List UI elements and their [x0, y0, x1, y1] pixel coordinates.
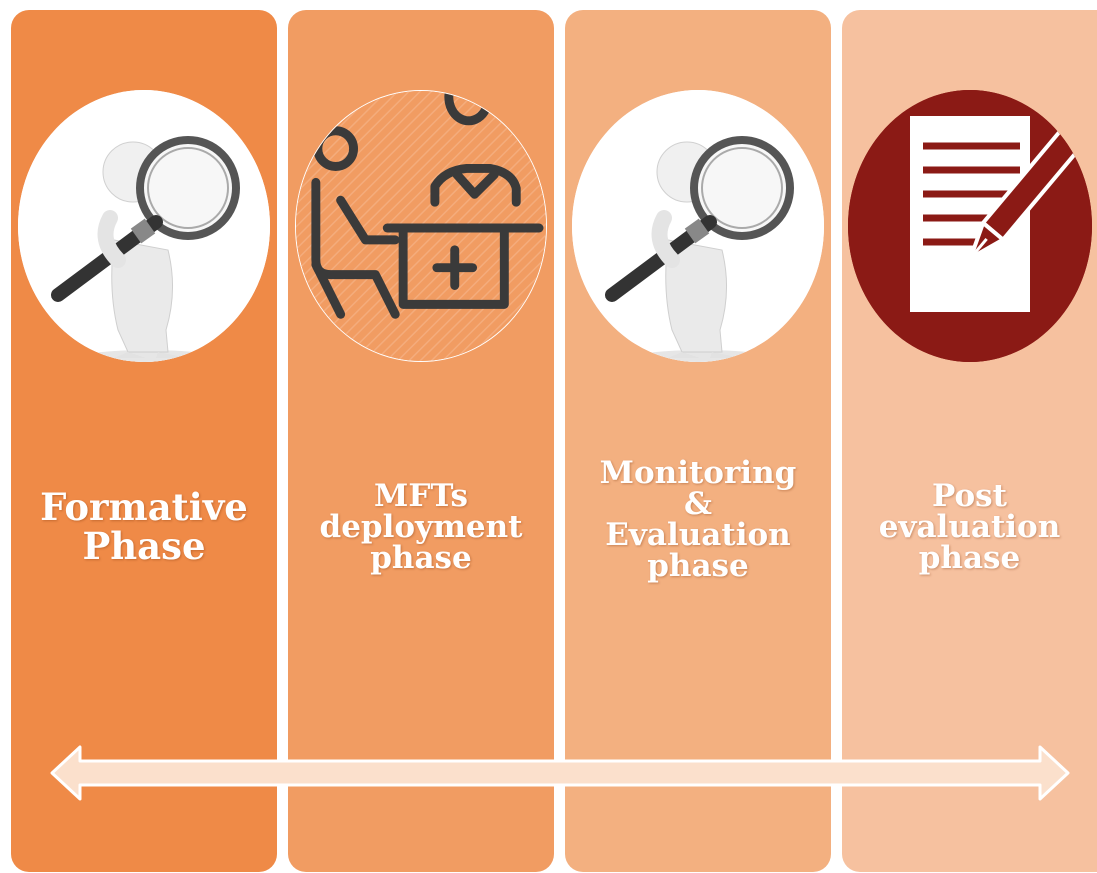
- phase-column-deployment: MFTs deployment phase: [288, 10, 554, 872]
- phase-label-line: MFTs: [374, 478, 468, 514]
- phase-label: Monitoring & Evaluation phase: [565, 458, 831, 582]
- phase-image-circle: [295, 90, 547, 362]
- timeline-double-arrow: [50, 745, 1070, 801]
- phase-label-line: phase: [370, 540, 472, 576]
- phase-label-line: evaluation: [878, 509, 1061, 545]
- phase-column-monitoring: Monitoring & Evaluation phase: [565, 10, 831, 872]
- phase-label-line: phase: [918, 540, 1021, 576]
- phase-label-line: &: [684, 486, 712, 522]
- phase-image-circle: [848, 90, 1092, 362]
- phase-label-line: Formative: [40, 485, 248, 529]
- phase-label: MFTs deployment phase: [288, 481, 554, 574]
- magnifier-person-icon: [18, 90, 270, 362]
- phase-label-line: Evaluation: [605, 517, 791, 553]
- magnifier-person-icon: [572, 90, 824, 362]
- phase-image-circle: [18, 90, 270, 362]
- document-pen-icon: [848, 90, 1092, 362]
- patient-doctor-desk-icon: [296, 91, 546, 361]
- phase-image-circle: [572, 90, 824, 362]
- phase-label-line: deployment: [319, 509, 523, 545]
- phase-label-line: phase: [647, 548, 749, 584]
- phase-label-line: Phase: [82, 523, 206, 568]
- phase-label-line: Post: [932, 478, 1007, 514]
- phase-label-line: Monitoring: [599, 455, 797, 491]
- phase-label: Post evaluation phase: [842, 481, 1097, 574]
- phase-column-formative: Formative Phase: [11, 10, 277, 872]
- phase-column-post-evaluation: Post evaluation phase: [842, 10, 1097, 872]
- phase-label: Formative Phase: [11, 488, 277, 566]
